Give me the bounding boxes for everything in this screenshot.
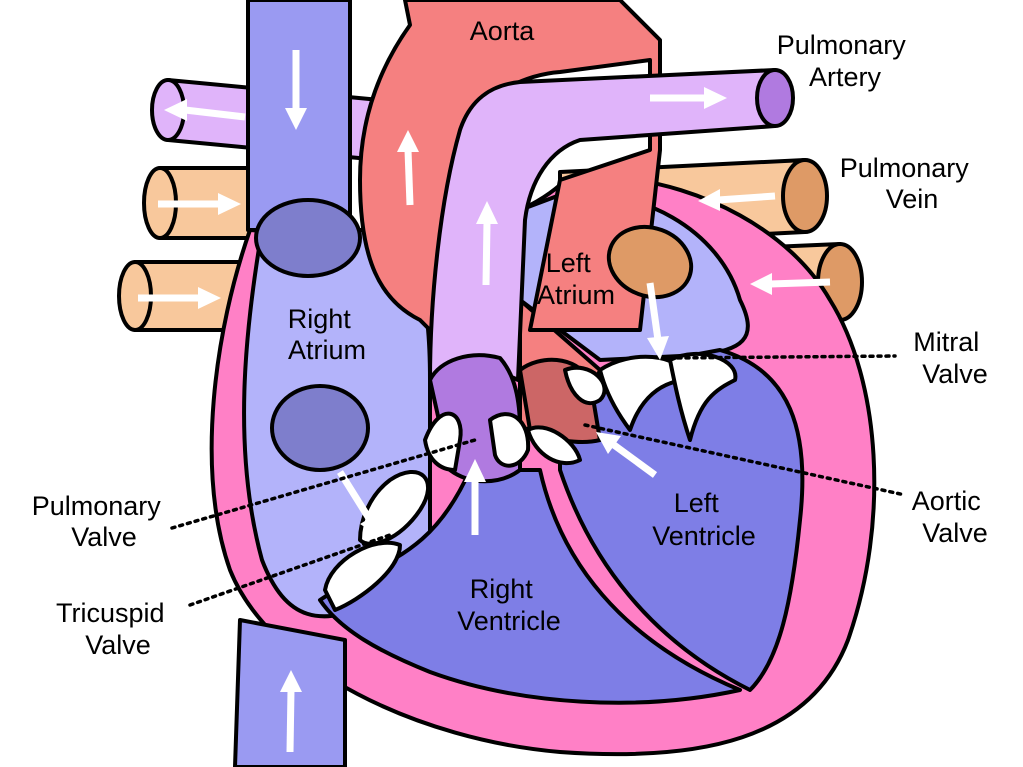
arrow-icon: [138, 287, 221, 309]
mitral-valve-leader: [668, 354, 897, 360]
arrow-icon: [476, 201, 498, 286]
label-right-atrium: Right Atrium: [288, 304, 366, 365]
arrow-icon: [650, 87, 727, 109]
label-right-ventricle: Right Ventricle: [457, 574, 561, 636]
arrow-icon: [397, 130, 419, 206]
inferior-vena-cava-opening: [270, 384, 370, 472]
arrow-icon: [285, 50, 307, 130]
pulmonary-valve-leader: [170, 438, 477, 530]
arrow-icon: [280, 670, 302, 753]
label-left-atrium: Left Atrium: [537, 248, 615, 310]
label-pulmonary-valve: Pulmonary Valve: [32, 491, 169, 552]
label-aortic-valve: Aortic Valve: [912, 486, 989, 548]
arrow-icon: [698, 189, 776, 211]
pulmonary-vein-opening: [606, 224, 694, 300]
arrow-icon: [750, 273, 831, 295]
leader-lines: [170, 354, 907, 607]
right-ventricle: [318, 468, 742, 705]
aortic-valve-leader: [583, 423, 907, 497]
tricuspid-valve-leader: [188, 533, 392, 607]
pulmonary-artery-opening: [755, 68, 795, 128]
arrow-icon: [337, 470, 382, 538]
label-pulmonary-vein: Pulmonary Vein: [840, 153, 977, 214]
arrow-icon: [164, 99, 246, 121]
label-aorta: Aorta: [470, 16, 536, 46]
superior-vena-cava-opening: [254, 198, 362, 278]
arrow-icon: [596, 432, 658, 478]
arrow-icon: [464, 459, 486, 535]
aortic-valve: [518, 357, 607, 466]
flow-arrows: [138, 50, 831, 753]
label-tricuspid-valve: Tricuspid Valve: [56, 598, 172, 660]
left-ventricle: [558, 348, 805, 692]
label-pulmonary-artery: Pulmonary Artery: [777, 30, 914, 92]
arrow-icon: [646, 282, 669, 360]
label-left-ventricle: Left Ventricle: [652, 488, 756, 551]
arrow-icon: [158, 193, 241, 215]
mitral-valve: [598, 351, 738, 442]
pulmonary-valve: [423, 353, 531, 484]
label-mitral-valve: Mitral Valve: [913, 327, 988, 389]
